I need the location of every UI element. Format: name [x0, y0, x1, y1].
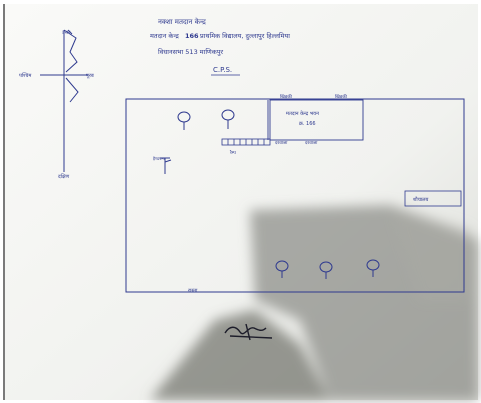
signature — [224, 323, 273, 341]
header-line1: नक्शा मतदान केन्द्र — [158, 17, 206, 26]
compass-rose-icon — [40, 29, 88, 172]
booth-number: 166 — [185, 32, 199, 40]
ramp-label: रैम्प — [230, 149, 236, 156]
road-label: रास्ता — [188, 288, 198, 294]
ramp — [221, 138, 271, 146]
tree-icon — [221, 109, 235, 129]
campus-boundary — [125, 98, 465, 293]
header-line3: विधानसभा 513 माणिकपुर — [158, 48, 223, 56]
map-header: नक्शा मतदान केन्द्र मतदान केन्द्र 166 प्… — [150, 17, 290, 76]
door-label-2: दरवाजा — [305, 141, 318, 146]
window-left-label: खिड़की — [280, 93, 293, 100]
tree-icon — [275, 260, 289, 278]
tree-icon — [319, 261, 333, 279]
toilet-block — [404, 190, 462, 207]
handpump-icon — [160, 157, 172, 174]
tree-icon — [366, 259, 380, 277]
compass-north-label: उत्तर — [62, 30, 71, 36]
polling-room — [267, 99, 364, 141]
room-name: मतदान केन्द्र भवन — [286, 110, 319, 117]
header-line2-suffix: प्राथमिक विद्यालय, दुल्लापुर हिल्लमिया — [200, 32, 290, 40]
toilet-label: शौचालय — [413, 196, 429, 203]
window-right-label: खिड़की — [335, 93, 348, 100]
compass-south-label: दक्षिण — [58, 173, 70, 180]
photo-shadow — [150, 205, 478, 400]
tree-icon — [177, 111, 191, 130]
room-number: क्र. 166 — [299, 121, 316, 127]
door-label: दरवाजा — [275, 141, 288, 146]
handpump-label: हैण्डपम्प — [153, 156, 166, 161]
compass-west-label: पश्चिम — [19, 72, 32, 79]
compass-east-label: पूरब — [86, 73, 94, 79]
map-title: C.P.S. — [213, 66, 232, 74]
header-line2-prefix: मतदान केन्द्र — [150, 32, 179, 40]
